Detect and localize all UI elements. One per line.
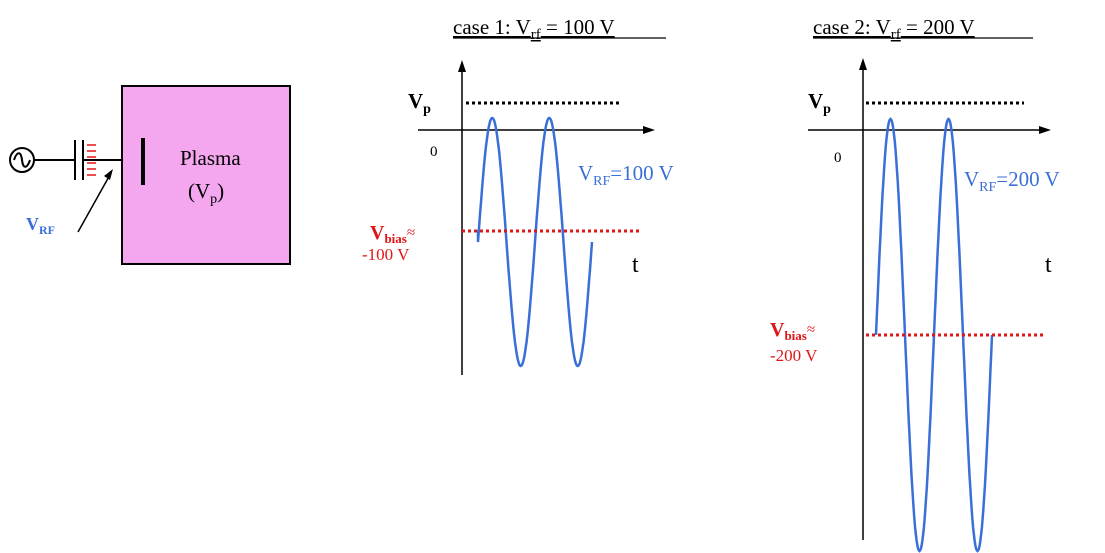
plasma-vp-label: (Vp) xyxy=(188,179,224,207)
case1-rf-waveform xyxy=(476,116,594,368)
case1-bias-value: -100 V xyxy=(362,245,410,264)
case1-y-arrowhead-icon xyxy=(458,60,466,72)
plasma-chamber xyxy=(121,85,291,265)
ac-source-sine xyxy=(13,152,31,168)
case1-bias-label: Vbias≈ xyxy=(370,222,415,246)
vrf-label: VRF xyxy=(26,214,55,237)
case2-plot: case 2: Vrf = 200 V Vp 0 t Vbias≈ -200 V… xyxy=(770,15,1060,553)
case2-zero-label: 0 xyxy=(834,150,842,166)
vrf-arrowhead-icon xyxy=(104,169,113,180)
case2-bias-label: Vbias≈ xyxy=(770,319,815,343)
case1-t-label: t xyxy=(632,252,639,278)
case2-x-arrowhead-icon xyxy=(1039,126,1051,134)
case2-title: case 2: Vrf = 200 V xyxy=(813,15,975,43)
case1-vp-label: Vp xyxy=(408,89,431,117)
vrf-pointer-arrow xyxy=(77,172,112,233)
case1-zero-label: 0 xyxy=(430,144,438,160)
case2-bias-value: -200 V xyxy=(770,346,818,365)
case2-t-label: t xyxy=(1045,252,1052,278)
plasma-label: Plasma xyxy=(180,146,241,170)
circuit-schematic: Plasma (Vp) VRF xyxy=(9,85,291,265)
case1-x-arrowhead-icon xyxy=(643,126,655,134)
case1-plot: case 1: Vrf = 100 V Vp 0 t Vbias≈ -100 V… xyxy=(362,15,674,375)
case2-y-arrowhead-icon xyxy=(859,58,867,70)
case2-vrf-label: VRF=200 V xyxy=(964,167,1060,195)
case1-vrf-label: VRF=100 V xyxy=(578,161,674,189)
capacitor-charge-marks xyxy=(87,144,96,176)
case2-vp-label: Vp xyxy=(808,89,831,117)
case1-title: case 1: Vrf = 100 V xyxy=(453,15,615,43)
